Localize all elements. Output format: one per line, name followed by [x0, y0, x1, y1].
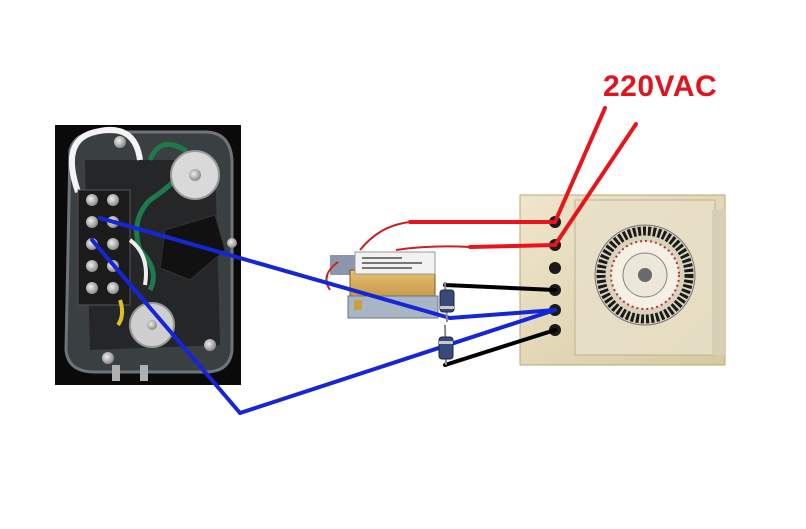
- left-panel-photo: [55, 125, 241, 385]
- diode-lower: [438, 324, 454, 366]
- control-wires: [90, 216, 557, 415]
- voltage-label: 220VAC: [603, 70, 718, 103]
- diode-upper: [439, 281, 455, 323]
- return-wires: [443, 283, 557, 367]
- live-wires: [408, 106, 638, 249]
